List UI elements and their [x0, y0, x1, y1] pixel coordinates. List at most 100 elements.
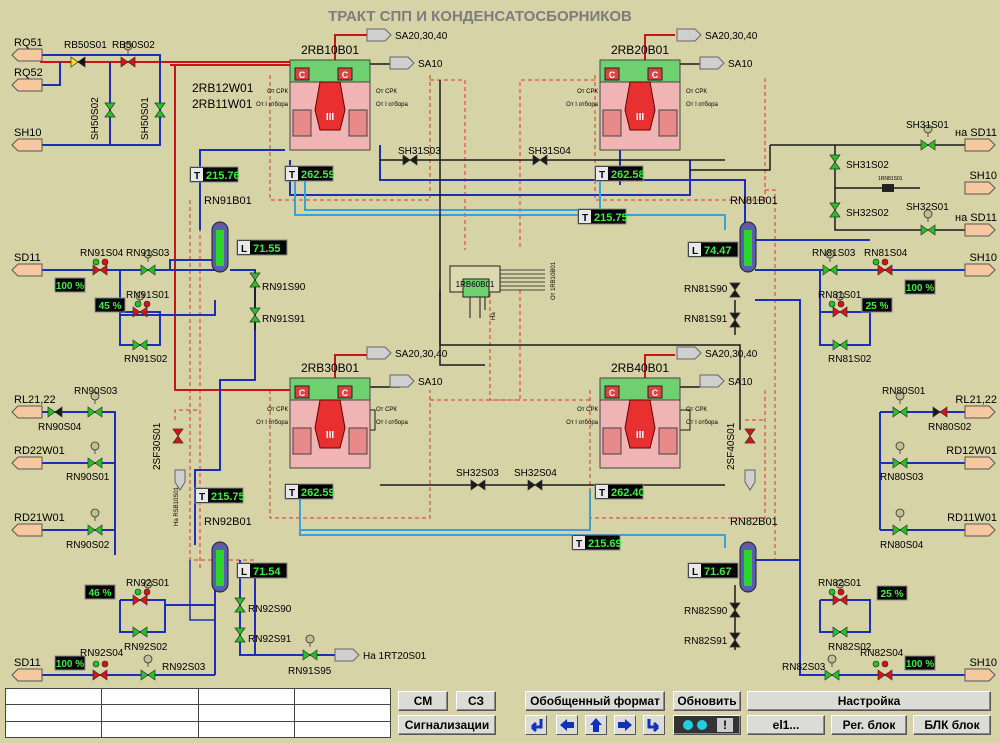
link-status-button[interactable]: !: [673, 715, 741, 735]
valve-rn92s01[interactable]: [132, 594, 148, 606]
left-connection-0[interactable]: [11, 48, 43, 62]
right-connection-1[interactable]: [964, 181, 996, 195]
outlet-2RB20B01-sa20[interactable]: [676, 28, 702, 42]
right-connection-7[interactable]: [964, 668, 996, 682]
outlet-2RB40B01-sa10[interactable]: [699, 374, 725, 388]
right-connection-0[interactable]: [964, 138, 996, 152]
outlet-na-1rt20s01[interactable]: [334, 648, 360, 662]
valve-rn81s04[interactable]: [877, 264, 893, 276]
valve-rn81s01[interactable]: [832, 306, 848, 318]
left-connection-4[interactable]: [11, 405, 43, 419]
valve-rn92s03[interactable]: [140, 669, 156, 681]
collector-RN92B01[interactable]: [211, 541, 229, 593]
valve-sh31s03[interactable]: [402, 154, 418, 166]
outlet-2RB20B01-sa10[interactable]: [699, 56, 725, 70]
back-page-button[interactable]: [525, 715, 547, 735]
valve-rn82s90[interactable]: [729, 602, 741, 618]
valve-sh32s03[interactable]: [470, 479, 486, 491]
valve-rn80s04[interactable]: [892, 524, 908, 536]
valve-sh32s02[interactable]: [829, 202, 841, 218]
right-connection-6[interactable]: [964, 523, 996, 537]
valve-rb50s02[interactable]: [120, 56, 136, 68]
outlet-2RB30B01-sa10[interactable]: [389, 374, 415, 388]
left-connection-1[interactable]: [11, 78, 43, 92]
valve-rn91s91[interactable]: [249, 307, 261, 323]
valve-rn91s01[interactable]: [132, 306, 148, 318]
valve-rn90s03[interactable]: [87, 406, 103, 418]
valve-rn81s91[interactable]: [729, 312, 741, 328]
valve-sh32s04[interactable]: [527, 479, 543, 491]
valve-rn92s02[interactable]: [132, 626, 148, 638]
left-connection-2[interactable]: [11, 138, 43, 152]
c3-button[interactable]: СЗ: [456, 691, 496, 711]
up-page-button[interactable]: [585, 715, 607, 735]
valve-rn80s03[interactable]: [892, 457, 908, 469]
valve-rn92s04[interactable]: [92, 669, 108, 681]
valve-half: [77, 56, 86, 68]
right-connection-4[interactable]: [964, 405, 996, 419]
valve-rn90s01[interactable]: [87, 457, 103, 469]
valve-rn91s03[interactable]: [140, 264, 156, 276]
valve-rn80s02[interactable]: [932, 406, 948, 418]
valve-rn91s95[interactable]: [302, 649, 318, 661]
valve-rb50s01[interactable]: [70, 56, 86, 68]
general-format-button[interactable]: Обобщенный формат: [525, 691, 665, 711]
forward-page-button[interactable]: [643, 715, 665, 735]
outlet-2RB10B01-sa10[interactable]: [389, 56, 415, 70]
collector-RN91B01[interactable]: [211, 221, 229, 273]
el1-button[interactable]: el1...: [747, 715, 825, 735]
right-page-button[interactable]: [614, 715, 636, 735]
outlet-2RB30B01-sa20[interactable]: [366, 346, 392, 360]
valve-rn82s91[interactable]: [729, 632, 741, 648]
valve-sh50s02[interactable]: [104, 102, 116, 118]
valve-rn82s01[interactable]: [832, 594, 848, 606]
outlet-2RB10B01-sa20[interactable]: [366, 28, 392, 42]
left-connection-5[interactable]: [11, 456, 43, 470]
valve-rn80s01[interactable]: [892, 406, 908, 418]
valve-rn91s02[interactable]: [132, 339, 148, 351]
valve-sh31s02[interactable]: [829, 154, 841, 170]
valve-rn92s91[interactable]: [234, 627, 246, 643]
left-connection-3[interactable]: [11, 263, 43, 277]
cm-button[interactable]: СМ: [398, 691, 448, 711]
valve-rn90s04[interactable]: [47, 406, 63, 418]
right-connection-5[interactable]: [964, 456, 996, 470]
valve-rn82s04[interactable]: [877, 669, 893, 681]
valve-rn92s90[interactable]: [234, 597, 246, 613]
valve-rn82s02[interactable]: [832, 626, 848, 638]
collector-RN82B01[interactable]: [739, 541, 757, 593]
outlet-2RB40B01-sa20[interactable]: [676, 346, 702, 360]
valve-sh50s01[interactable]: [154, 102, 166, 118]
valve-sf40s01[interactable]: [744, 428, 756, 444]
right-connection-3[interactable]: [964, 263, 996, 277]
valve-rn82s03[interactable]: [824, 669, 840, 681]
valve-rn81s02[interactable]: [832, 339, 848, 351]
valve-sh31s01[interactable]: [920, 139, 936, 151]
left-connection-6[interactable]: [11, 523, 43, 537]
valve-rn81s03[interactable]: [822, 264, 838, 276]
signals-button[interactable]: Сигнализации: [398, 715, 496, 735]
right-connection-2[interactable]: [964, 223, 996, 237]
valve-rn91s04[interactable]: [92, 264, 108, 276]
reg-block-button[interactable]: Рег. блок: [831, 715, 907, 735]
settings-button[interactable]: Настройка: [747, 691, 991, 711]
valve-sh32s01[interactable]: [920, 224, 936, 236]
valve-half: [132, 626, 141, 638]
valve-rn91s90[interactable]: [249, 272, 261, 288]
valve-sh31s04[interactable]: [532, 154, 548, 166]
blk-block-button[interactable]: БЛК блок: [913, 715, 991, 735]
left-page-button[interactable]: [556, 715, 578, 735]
readout-prefix: L: [692, 567, 698, 578]
valve-rn90s02[interactable]: [87, 524, 103, 536]
readout-prefix-bg: [286, 167, 298, 180]
left-connection-7[interactable]: [11, 668, 43, 682]
valve-rn81s90[interactable]: [729, 282, 741, 298]
device-1rb60b01[interactable]: 1RB60B01: [449, 265, 501, 298]
refresh-button[interactable]: Обновить: [673, 691, 741, 711]
collector-RN81B01[interactable]: [739, 221, 757, 273]
valve-sf30s01[interactable]: [172, 428, 184, 444]
